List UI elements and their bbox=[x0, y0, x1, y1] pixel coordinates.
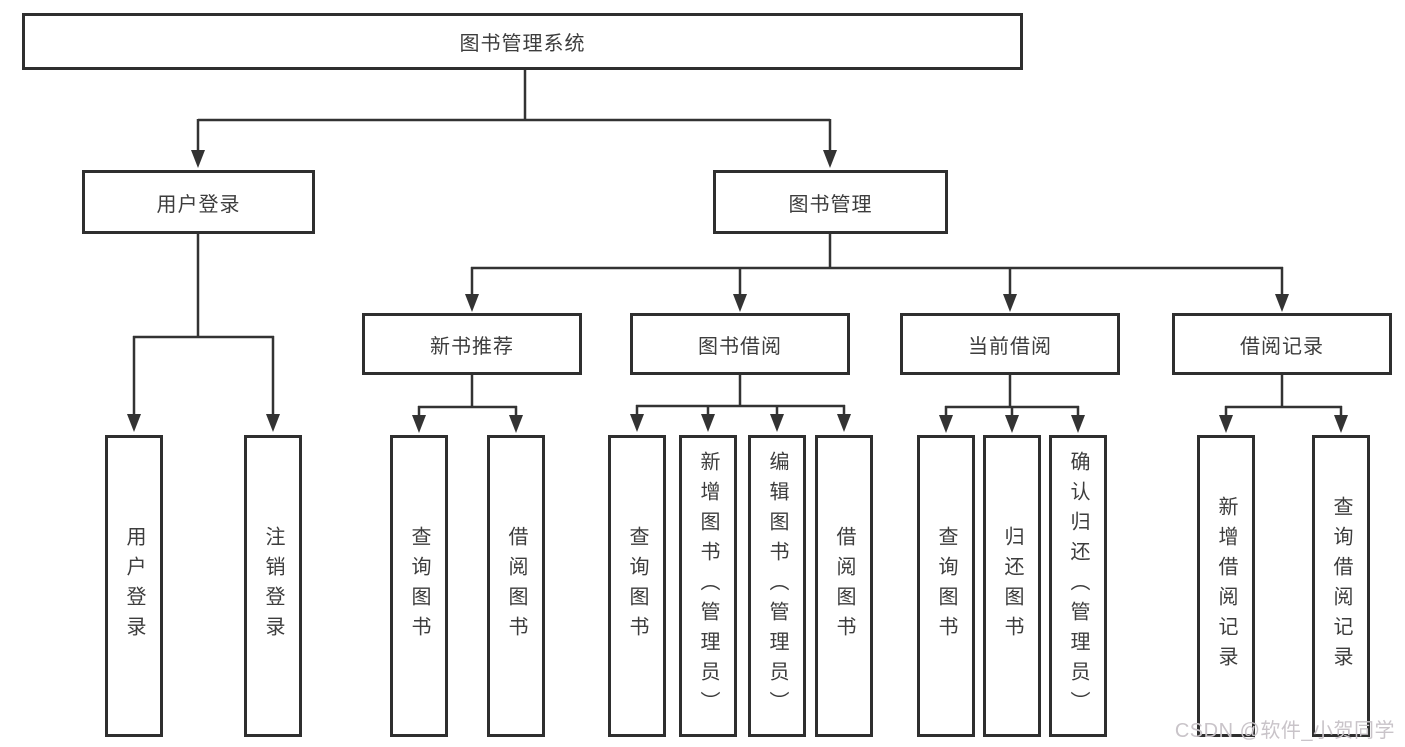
watermark: CSDN @软件_小贺同学 bbox=[1174, 720, 1395, 742]
leaf-label: 查询借阅记录 bbox=[1330, 496, 1352, 676]
leaf-borrow-books: 借阅图书 bbox=[815, 435, 873, 737]
leaf-label: 查询图书 bbox=[935, 526, 957, 646]
leaf-add-borrow-record: 新增借阅记录 bbox=[1197, 435, 1255, 737]
leaf-edit-books-admin: 编辑图书（管理员） bbox=[748, 435, 806, 737]
leaf-logout: 注销登录 bbox=[244, 435, 302, 737]
leaf-return-books: 归还图书 bbox=[983, 435, 1041, 737]
leaf-label: 归还图书 bbox=[1001, 526, 1023, 646]
leaf-borrow-books: 借阅图书 bbox=[487, 435, 545, 737]
leaf-user-login: 用户登录 bbox=[105, 435, 163, 737]
node-book-management-branch: 图书管理 bbox=[713, 170, 948, 234]
leaf-label: 查询图书 bbox=[626, 526, 648, 646]
node-current-borrowing: 当前借阅 bbox=[900, 313, 1120, 375]
leaf-label: 注销登录 bbox=[262, 526, 284, 646]
leaf-query-books: 查询图书 bbox=[608, 435, 666, 737]
node-borrowing-records: 借阅记录 bbox=[1172, 313, 1392, 375]
node-new-book-recommendation: 新书推荐 bbox=[362, 313, 582, 375]
node-library-management-system: 图书管理系统 bbox=[22, 13, 1023, 70]
leaf-label: 确认归还（管理员） bbox=[1067, 451, 1089, 721]
leaf-label: 编辑图书（管理员） bbox=[766, 451, 788, 721]
leaf-query-books: 查询图书 bbox=[917, 435, 975, 737]
node-book-borrowing: 图书借阅 bbox=[630, 313, 850, 375]
leaf-label: 用户登录 bbox=[123, 526, 145, 646]
leaf-label: 查询图书 bbox=[408, 526, 430, 646]
leaf-add-books-admin: 新增图书（管理员） bbox=[679, 435, 737, 737]
leaf-label: 新增借阅记录 bbox=[1215, 496, 1237, 676]
leaf-query-borrow-record: 查询借阅记录 bbox=[1312, 435, 1370, 737]
node-user-login-branch: 用户登录 bbox=[82, 170, 315, 234]
leaf-confirm-return-admin: 确认归还（管理员） bbox=[1049, 435, 1107, 737]
leaf-label: 新增图书（管理员） bbox=[697, 451, 719, 721]
leaf-label: 借阅图书 bbox=[505, 526, 527, 646]
leaf-label: 借阅图书 bbox=[833, 526, 855, 646]
leaf-query-books: 查询图书 bbox=[390, 435, 448, 737]
